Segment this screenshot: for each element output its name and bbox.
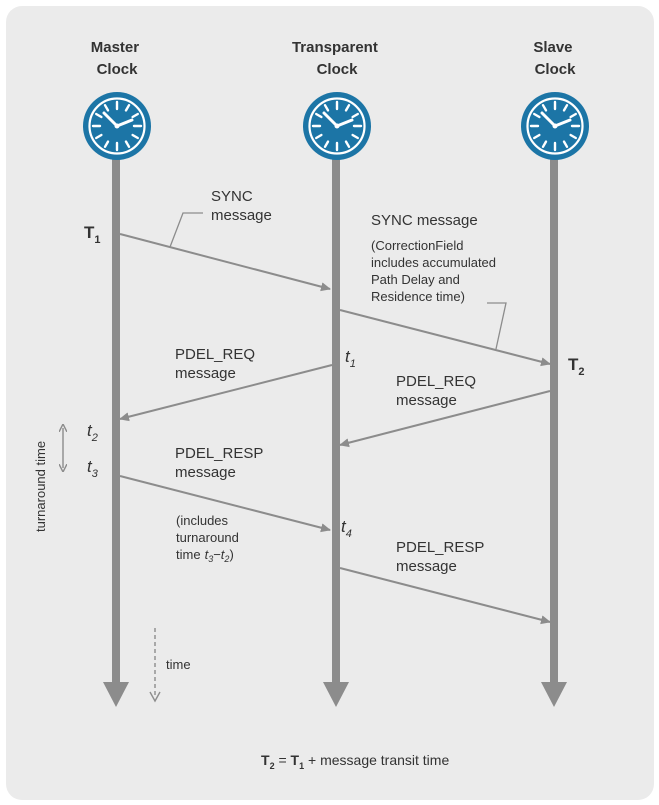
pdel-req-arrow-tc-to-master xyxy=(119,364,333,422)
pdel-resp-label-right: PDEL_RESP message xyxy=(396,539,488,575)
sync-message-label: SYNC message xyxy=(211,188,272,224)
pdel-req-label-left: PDEL_REQ message xyxy=(175,346,259,382)
sync-callout-leader xyxy=(169,212,203,248)
clock-icon xyxy=(301,90,373,162)
turnaround-time-label: turnaround time xyxy=(33,441,48,532)
timestamp-t1: t1 xyxy=(345,347,356,370)
timestamp-T1: T1 xyxy=(84,223,101,246)
transit-time-formula: T2 = T1 + message transit time xyxy=(261,752,449,771)
transparent-timeline xyxy=(323,150,349,707)
timestamp-t3: t3 xyxy=(87,457,99,480)
pdel-resp-arrow-master-to-tc xyxy=(119,475,331,533)
clock-icon xyxy=(519,90,591,162)
timestamp-t4: t4 xyxy=(341,517,352,540)
clock-icon xyxy=(81,90,153,162)
master-clock-title: Master Clock xyxy=(91,39,144,78)
timestamp-t2: t2 xyxy=(87,421,98,444)
pdel-resp-arrow-tc-to-slave xyxy=(339,567,551,625)
correction-callout-leader xyxy=(487,302,507,350)
tc-sync-message-label: SYNC message xyxy=(371,212,478,229)
timestamp-T2: T2 xyxy=(568,355,585,378)
slave-clock-title: Slave Clock xyxy=(533,39,576,78)
pdel-req-arrow-slave-to-tc xyxy=(339,390,551,448)
pdel-req-label-right: PDEL_REQ message xyxy=(396,373,480,409)
slave-timeline xyxy=(541,150,567,707)
sync-arrow-master-to-tc xyxy=(119,233,331,292)
sync-arrow-tc-to-slave xyxy=(339,309,551,367)
time-arrowhead xyxy=(149,691,161,703)
correction-field-note: (CorrectionField includes accumulated Pa… xyxy=(371,238,500,304)
master-timeline xyxy=(103,150,129,707)
pdel-resp-label-left: PDEL_RESP message xyxy=(175,445,267,481)
transparent-clock-title: Transparent Clock xyxy=(292,39,382,78)
time-label: time xyxy=(166,657,191,672)
